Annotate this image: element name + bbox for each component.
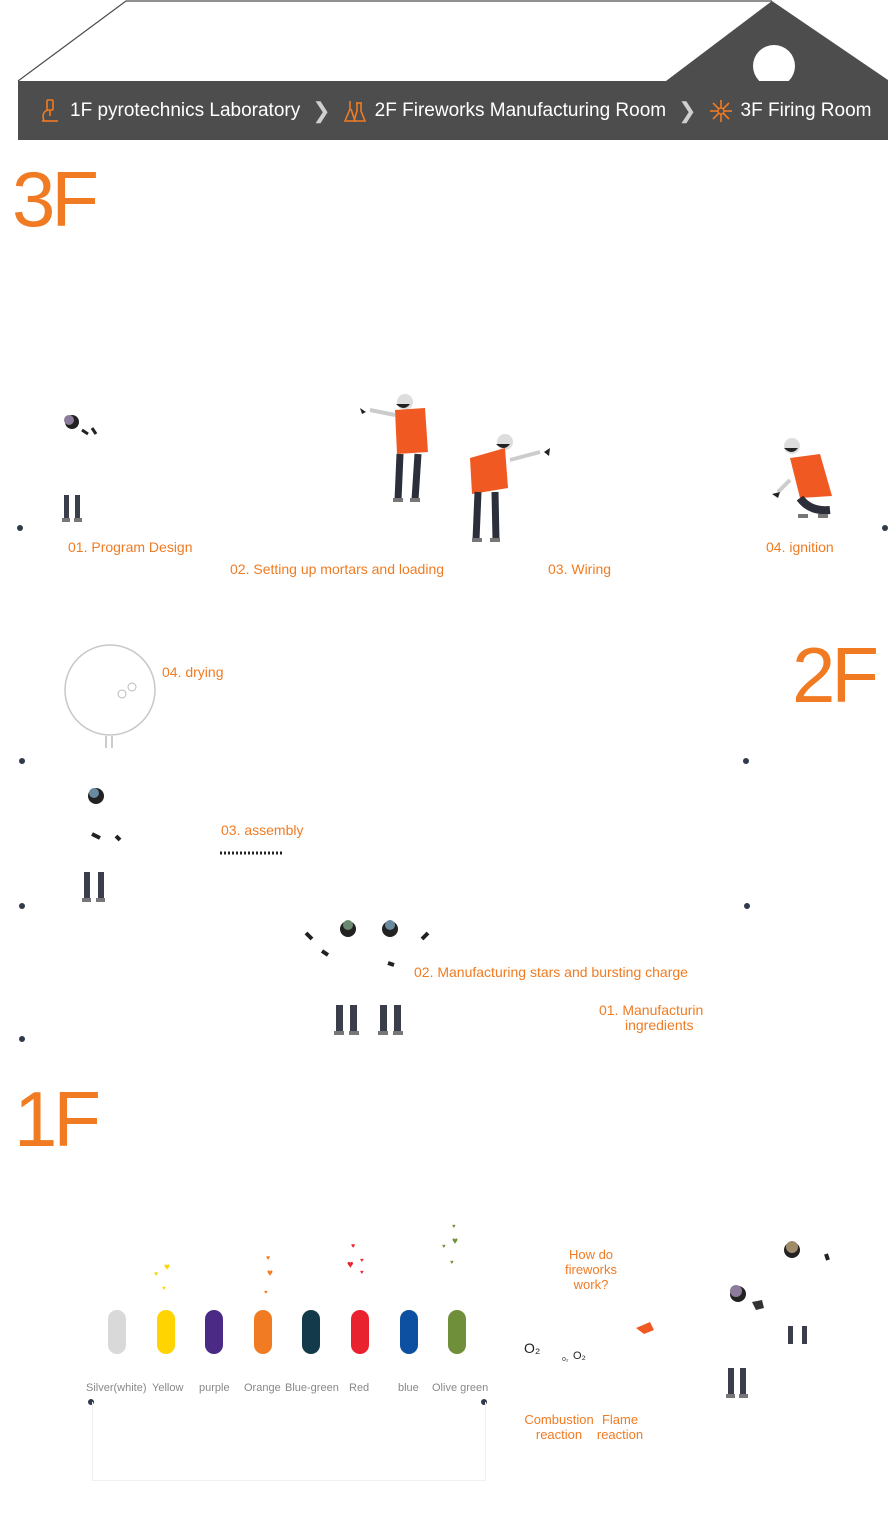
vial-red[interactable] bbox=[351, 1310, 369, 1354]
worker-figure-program-design[interactable] bbox=[62, 415, 98, 522]
worker-figure-ignition[interactable] bbox=[772, 438, 832, 518]
firework-burst-icon bbox=[709, 99, 732, 122]
worker-figures-stars[interactable] bbox=[300, 915, 440, 1040]
vial-blue[interactable] bbox=[400, 1310, 418, 1354]
vial-orange[interactable] bbox=[254, 1310, 272, 1354]
worker-figure-wiring[interactable] bbox=[470, 434, 550, 542]
reaction-combustion[interactable]: Combustion reaction bbox=[524, 1412, 594, 1442]
vial-purple[interactable] bbox=[205, 1310, 223, 1354]
step-drying[interactable]: 04. drying bbox=[162, 664, 224, 680]
nav-item-3f[interactable]: 3F Firing Room bbox=[709, 97, 872, 125]
vial-label-yellow: Yellow bbox=[152, 1382, 184, 1394]
track-dot bbox=[882, 525, 888, 531]
floor-breadcrumb-nav: 1F pyrotechnics Laboratory ❯ 2F Firework… bbox=[18, 81, 888, 140]
track-dot bbox=[744, 903, 750, 909]
step-stars-bursting-charge[interactable]: 02. Manufacturing stars and bursting cha… bbox=[414, 964, 688, 980]
track-dot bbox=[19, 1036, 25, 1042]
color-vial-rack: ♥ ♥ ♥ ♥ ♥ ♥ ♥ ♥ ♥ ♥ ♥ ♥ ♥ ♥ bbox=[80, 1210, 500, 1400]
vial-blue-green[interactable] bbox=[302, 1310, 320, 1354]
nav-item-label: 2F Fireworks Manufacturing Room bbox=[374, 99, 667, 121]
floor-title-3f: 3F bbox=[12, 155, 99, 243]
vial-label-blue-green: Blue-green bbox=[285, 1382, 339, 1394]
vial-label-silver: Silver(white) bbox=[86, 1382, 147, 1394]
nav-item-1f[interactable]: 1F pyrotechnics Laboratory bbox=[38, 97, 300, 125]
roof-window bbox=[753, 45, 795, 87]
roof-outline bbox=[17, 0, 888, 87]
step-ingredients-line2[interactable]: ingredients bbox=[625, 1017, 694, 1033]
step-ingredients-line1[interactable]: 01. Manufacturin bbox=[599, 1002, 704, 1018]
track-dot bbox=[19, 903, 25, 909]
nav-item-label: 1F pyrotechnics Laboratory bbox=[70, 99, 301, 121]
firework-shell-drying[interactable] bbox=[60, 644, 170, 754]
nav-item-label: 3F Firing Room bbox=[740, 99, 872, 121]
reaction-flame[interactable]: Flame reaction bbox=[596, 1412, 644, 1442]
track-dot bbox=[19, 758, 25, 764]
how-fireworks-work-question[interactable]: How do fireworks work? bbox=[564, 1247, 617, 1292]
vial-label-orange: Orange bbox=[244, 1382, 281, 1394]
vial-sparkles: ♥ ♥ ♥ ♥ ♥ ♥ ♥ ♥ ♥ ♥ ♥ ♥ ♥ ♥ bbox=[154, 1224, 458, 1296]
vial-olive-green[interactable] bbox=[448, 1310, 466, 1354]
vial-yellow[interactable] bbox=[157, 1310, 175, 1354]
firing-room-scene bbox=[62, 394, 832, 542]
assembly-bead-row bbox=[220, 851, 284, 855]
svg-text:♥: ♥ bbox=[264, 1290, 268, 1296]
floor-title-1f: 1F bbox=[14, 1075, 101, 1163]
vial-rack-base bbox=[92, 1402, 486, 1481]
svg-text:♥: ♥ bbox=[450, 1260, 454, 1266]
step-assembly[interactable]: 03. assembly bbox=[221, 822, 304, 838]
svg-text:♥: ♥ bbox=[266, 1255, 270, 1262]
svg-text:♥: ♥ bbox=[452, 1224, 456, 1230]
vial-label-red: Red bbox=[349, 1382, 370, 1394]
chevron-right-icon: ❯ bbox=[312, 97, 331, 123]
svg-text:♥: ♥ bbox=[360, 1258, 364, 1264]
svg-text:♥: ♥ bbox=[164, 1262, 170, 1273]
worker-figure-assembly[interactable] bbox=[70, 782, 140, 907]
track-dot bbox=[481, 1399, 487, 1405]
step-program-design[interactable]: 01. Program Design bbox=[68, 539, 193, 555]
svg-text:♥: ♥ bbox=[154, 1271, 158, 1278]
svg-text:♥: ♥ bbox=[360, 1270, 364, 1276]
track-dot bbox=[743, 758, 749, 764]
step-mortars-loading[interactable]: 02. Setting up mortars and loading bbox=[230, 561, 445, 577]
vial-label-olive-green: Olive green bbox=[432, 1382, 489, 1394]
chevron-right-icon: ❯ bbox=[678, 97, 697, 123]
floor-title-2f: 2F bbox=[792, 631, 879, 719]
track-dot bbox=[88, 1399, 94, 1405]
svg-text:♥: ♥ bbox=[162, 1286, 166, 1292]
step-ignition[interactable]: 04. ignition bbox=[766, 539, 834, 555]
o2-molecule-small: O₂ bbox=[573, 1350, 586, 1362]
svg-text:♥: ♥ bbox=[442, 1244, 446, 1250]
worker-figure-mortars[interactable] bbox=[360, 394, 428, 502]
flask-icon bbox=[343, 100, 366, 122]
vial-label-blue: blue bbox=[398, 1382, 419, 1394]
flame-shard-icon bbox=[636, 1322, 654, 1334]
svg-text:♥: ♥ bbox=[351, 1243, 355, 1250]
vial-label-purple: purple bbox=[199, 1382, 230, 1394]
svg-text:♥: ♥ bbox=[267, 1268, 273, 1279]
vial-silver[interactable] bbox=[108, 1310, 126, 1354]
lab-scientist-figures[interactable] bbox=[720, 1236, 840, 1406]
svg-text:♥: ♥ bbox=[347, 1259, 354, 1271]
svg-text:♥: ♥ bbox=[452, 1236, 458, 1247]
step-wiring[interactable]: 03. Wiring bbox=[548, 561, 612, 577]
o2-molecule-label: O₂ bbox=[524, 1340, 541, 1356]
track-dot bbox=[17, 525, 23, 531]
o2-molecule-tiny: o₂ bbox=[562, 1356, 569, 1363]
nav-item-2f[interactable]: 2F Fireworks Manufacturing Room bbox=[343, 97, 666, 125]
microscope-icon bbox=[42, 98, 58, 122]
